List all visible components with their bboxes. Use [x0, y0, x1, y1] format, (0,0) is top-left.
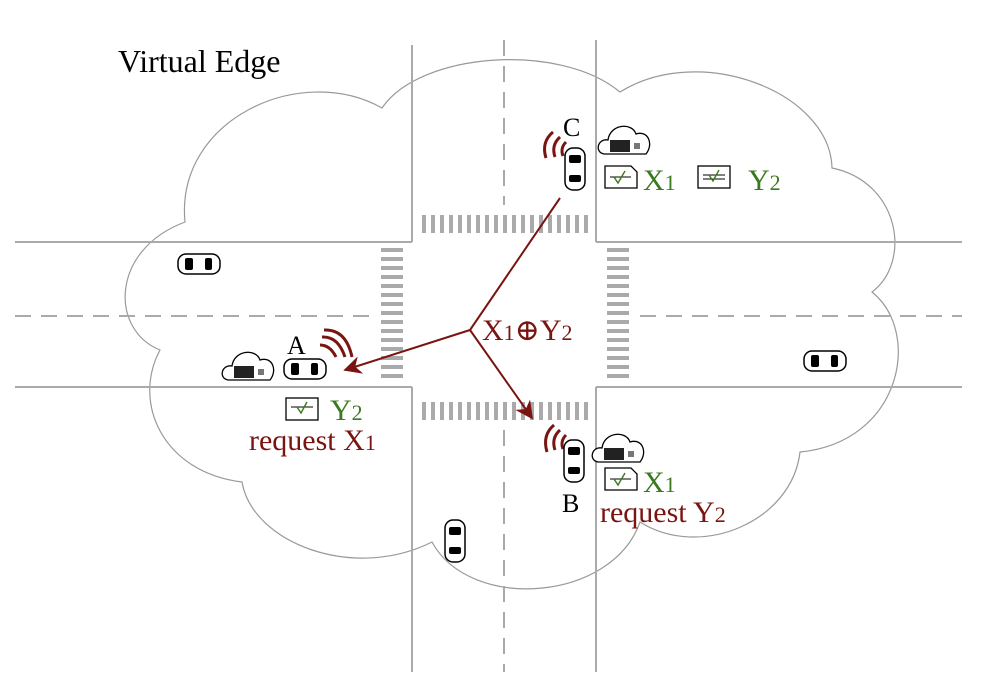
vehicle-b-label: B — [562, 489, 579, 518]
signal-icon — [544, 423, 568, 453]
car-icon — [803, 350, 847, 372]
request-x1: request X1 — [249, 424, 376, 457]
virtual-edge-cloud — [124, 59, 899, 590]
coded-packet-label: X1⊕Y2 — [482, 314, 572, 347]
vehicle-a: A Y2 request X1 — [221, 328, 376, 457]
cached-x1: X1 — [643, 466, 676, 499]
cached-file-icon — [604, 165, 638, 189]
request-y2: request Y2 — [600, 496, 726, 529]
cached-y2: Y2 — [330, 394, 363, 427]
lane-dividers — [15, 40, 962, 672]
cached-x1: X1 — [643, 164, 676, 197]
car-icon — [564, 147, 586, 191]
cached-file-icon — [285, 397, 319, 421]
car-icon — [283, 358, 327, 380]
roads — [15, 40, 962, 672]
car-icon — [177, 253, 221, 275]
edge-server-cloud-icon — [221, 351, 275, 381]
cached-file-icon — [604, 467, 638, 491]
edge-server-cloud-icon — [591, 433, 645, 463]
diagram-title: Virtual Edge — [118, 43, 280, 79]
vehicle-c-label: C — [563, 113, 580, 142]
car-icon — [444, 519, 466, 563]
vehicle-c: C X1 Y2 — [543, 113, 781, 197]
cached-y2: Y2 — [748, 164, 781, 197]
edge-server-cloud-icon — [597, 125, 651, 155]
vehicle-b: B X1 request Y2 — [544, 423, 726, 529]
crosswalks — [381, 215, 629, 420]
signal-icon — [543, 130, 568, 159]
broadcast-arrows — [343, 197, 561, 420]
vehicle-a-label: A — [287, 331, 306, 360]
car-icon — [563, 439, 585, 483]
cached-file-icon — [697, 165, 731, 189]
signal-icon — [319, 328, 354, 358]
